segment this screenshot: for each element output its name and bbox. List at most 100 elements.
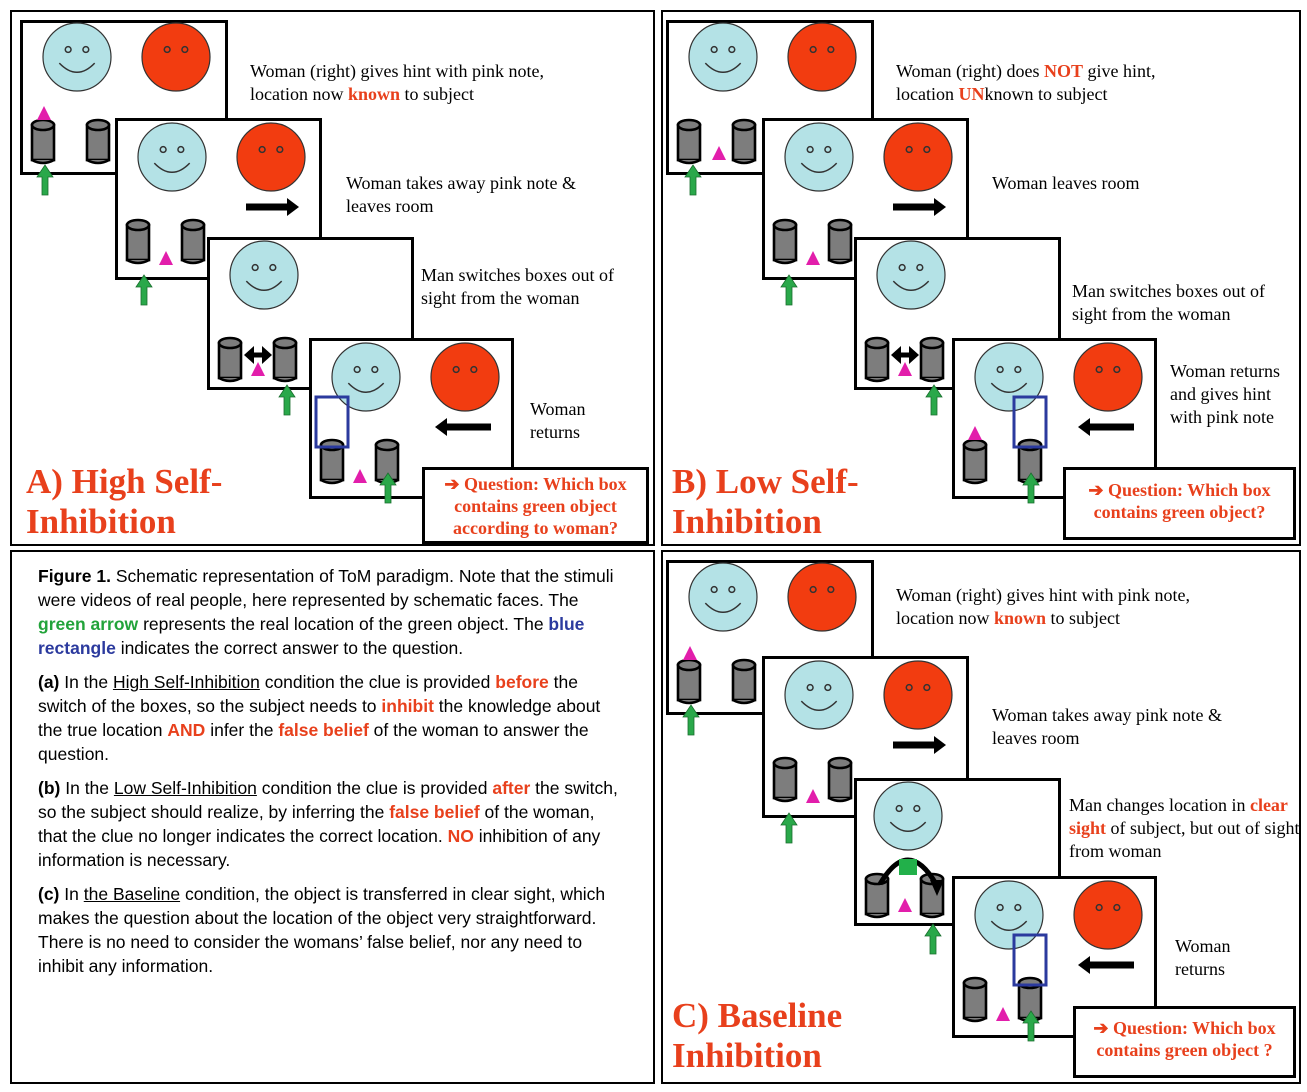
b-f3-box-left — [864, 336, 890, 383]
a-f3-man-face-eye-left — [251, 263, 259, 272]
c-f1-box-left — [676, 658, 702, 705]
b-f2-woman-face-head — [883, 122, 953, 192]
b-f1-box-left-base — [677, 158, 701, 165]
b-f4-woman-face-eye-left — [1095, 365, 1103, 374]
b-f3-box-left-lid — [864, 336, 890, 350]
a-f1-box-right-lid — [85, 118, 111, 132]
b-f1-man-face-eye-right — [728, 45, 736, 54]
a-f3-box-left-base — [218, 376, 242, 383]
a-f4-man-face-eye-right — [371, 365, 379, 374]
b-f4-man-face-eye-left — [996, 365, 1004, 374]
c-f4-movement-arrow — [1078, 956, 1134, 974]
c-f2-box-right-lid — [827, 756, 853, 770]
b-f4-woman-face — [1073, 342, 1143, 412]
un-highlight: UN — [958, 84, 985, 104]
panel-a-label: A) High Self-Inhibition — [26, 462, 223, 541]
c-f3-man-face — [873, 781, 943, 851]
c-f1-box-right — [731, 658, 757, 705]
a-f3-man-face-mouth — [245, 280, 283, 292]
c-f4-woman-face — [1073, 880, 1143, 950]
legend-paragraph-b: (b) In the Low Self-Inhibition condition… — [38, 778, 618, 870]
a-f1-box-right-base — [86, 158, 110, 165]
b-f1-woman-face-head — [787, 22, 857, 92]
green-arrow-term: green arrow — [38, 614, 139, 634]
a-f2-woman-face-head — [236, 122, 306, 192]
c-f2-woman-face-head — [883, 660, 953, 730]
arrow-right-icon: ➔ — [1093, 1018, 1109, 1038]
a-f4-woman-face-head — [430, 342, 500, 412]
c-f2-box-left — [772, 756, 798, 803]
a-f1-box-left — [30, 118, 56, 165]
panel-c-frame-4-caption: Woman returns — [1175, 936, 1231, 979]
a-f3-man-face — [229, 240, 299, 310]
b-f2-box-right-lid — [827, 218, 853, 232]
b-f3-swap-arrows — [891, 346, 919, 364]
c-f3-man-face-eye-right — [913, 804, 921, 813]
b-f4-woman-face-head — [1073, 342, 1143, 412]
b-f1-man-face — [688, 22, 758, 92]
c-f2-green-arrow — [780, 812, 798, 844]
b-f2-woman-face — [883, 122, 953, 192]
panel-b-frame-3-caption: Man switches boxes out of sight from the… — [1072, 281, 1265, 324]
a-f4-woman-face-eye-right — [470, 365, 478, 374]
b-f1-man-face-eye-left — [710, 45, 718, 54]
panel-b-border — [661, 10, 1301, 546]
c-f4-man-face-head — [974, 880, 1044, 950]
b-f1-woman-face — [787, 22, 857, 92]
b-f2-box-left — [772, 218, 798, 265]
c-f1-woman-face-head — [787, 562, 857, 632]
c-f3-box-left — [864, 872, 890, 919]
known-highlight: known — [993, 608, 1047, 628]
c-f2-pink-note — [806, 789, 820, 803]
c-f4-woman-face-eye-left — [1095, 903, 1103, 912]
b-f1-box-left-lid — [676, 118, 702, 132]
a-f4-box-left-base — [320, 478, 344, 485]
a-f2-box-right-lid — [180, 218, 206, 232]
legend-paragraph-main: Figure 1. Schematic representation of To… — [38, 566, 614, 658]
b-f2-box-right — [827, 218, 853, 265]
a-f1-man-face-eye-right — [82, 45, 90, 54]
c-f4-man-face — [974, 880, 1044, 950]
b-f3-man-face-eye-right — [916, 263, 924, 272]
c-f3-man-face-mouth — [889, 821, 927, 833]
b-f3-man-face-mouth — [892, 280, 930, 292]
panel-a-border — [10, 10, 655, 546]
b-f1-man-face-head — [688, 22, 758, 92]
b-f2-green-arrow — [780, 274, 798, 306]
c-f3-green-object — [899, 859, 917, 875]
b-f4-correct-answer-rect — [1012, 395, 1048, 449]
b-f4-man-face-head — [974, 342, 1044, 412]
c-f2-man-face-eye-left — [806, 683, 814, 692]
b-f2-movement-arrow — [893, 198, 946, 216]
c-f1-man-face — [688, 562, 758, 632]
c-f1-green-arrow — [682, 704, 700, 736]
a-f4-man-face-eye-left — [353, 365, 361, 374]
c-f1-woman-face — [787, 562, 857, 632]
a-f3-green-arrow — [278, 384, 296, 416]
panel-c-label: C) Baseline Inhibition — [672, 996, 843, 1075]
c-f3-box-right-base — [920, 912, 944, 919]
known-highlight: known — [347, 84, 401, 104]
b-f4-box-left — [962, 438, 988, 485]
panel-a-frame-2-caption: Woman takes away pink note & leaves room — [346, 173, 576, 216]
c-f4-woman-face-eye-right — [1113, 903, 1121, 912]
clear-sight-highlight: clear sight — [1069, 795, 1288, 838]
a-f1-green-arrow — [36, 164, 54, 196]
c-f4-box-left — [962, 976, 988, 1023]
a-f4-man-face-mouth — [347, 382, 385, 394]
b-f3-man-face-head — [876, 240, 946, 310]
a-f2-man-face-eye-right — [177, 145, 185, 154]
b-f1-green-arrow — [684, 164, 702, 196]
c-f2-man-face-head — [784, 660, 854, 730]
c-f3-pink-note — [898, 898, 912, 912]
a-f2-man-face-mouth — [153, 162, 191, 174]
c-f2-man-face — [784, 660, 854, 730]
c-f4-pink-note — [996, 1007, 1010, 1021]
a-f1-man-face — [42, 22, 112, 92]
a-f2-movement-arrow — [246, 198, 299, 216]
b-f3-man-face-eye-left — [898, 263, 906, 272]
a-f4-man-face-head — [331, 342, 401, 412]
